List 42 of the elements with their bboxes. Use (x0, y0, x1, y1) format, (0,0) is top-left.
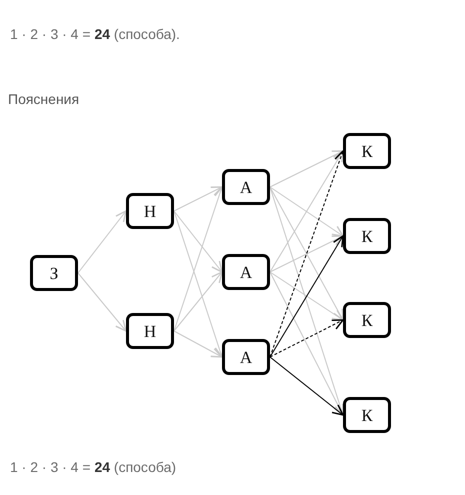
node-letter: А (240, 348, 252, 366)
arrow (270, 272, 344, 321)
node-letter: К (361, 228, 373, 244)
node-box (30, 255, 78, 291)
node-box (126, 193, 174, 229)
node-letter: К (361, 312, 373, 328)
arrow (270, 150, 345, 358)
node-box (222, 169, 270, 205)
formula-text: 1 · 2 · 3 · 4 = 24 (способа). (10, 26, 180, 43)
arrow (270, 186, 344, 237)
arrow (174, 271, 223, 332)
arrow (78, 272, 127, 332)
node-letter: А (240, 178, 252, 196)
node-box (343, 302, 391, 338)
arrow (270, 319, 344, 358)
arrow (270, 150, 344, 188)
arrow (270, 235, 344, 272)
node-box (222, 254, 270, 290)
arrow (78, 210, 127, 274)
arrow (174, 210, 224, 358)
arrow (270, 150, 344, 272)
node-letter: Н (144, 322, 156, 340)
arrow (174, 210, 223, 273)
node-letter: К (361, 142, 373, 160)
arrow (270, 186, 344, 321)
arrow (270, 235, 344, 358)
section-heading: Пояснения (8, 91, 80, 108)
arrow (270, 272, 344, 416)
node-box (222, 339, 270, 375)
node-box (126, 313, 174, 349)
arrow (270, 356, 344, 416)
node-box (343, 397, 391, 433)
node-box (343, 133, 391, 169)
node-letter: К (361, 406, 373, 424)
arrow (174, 330, 223, 358)
node-box (343, 218, 391, 254)
arrow (174, 186, 223, 212)
node-letter: А (240, 264, 252, 280)
arrow (174, 186, 224, 332)
node-letter: Н (144, 202, 156, 220)
node-letter: З (50, 264, 58, 282)
formula-text: 1 · 2 · 3 · 4 = 24 (способа) (10, 459, 176, 476)
